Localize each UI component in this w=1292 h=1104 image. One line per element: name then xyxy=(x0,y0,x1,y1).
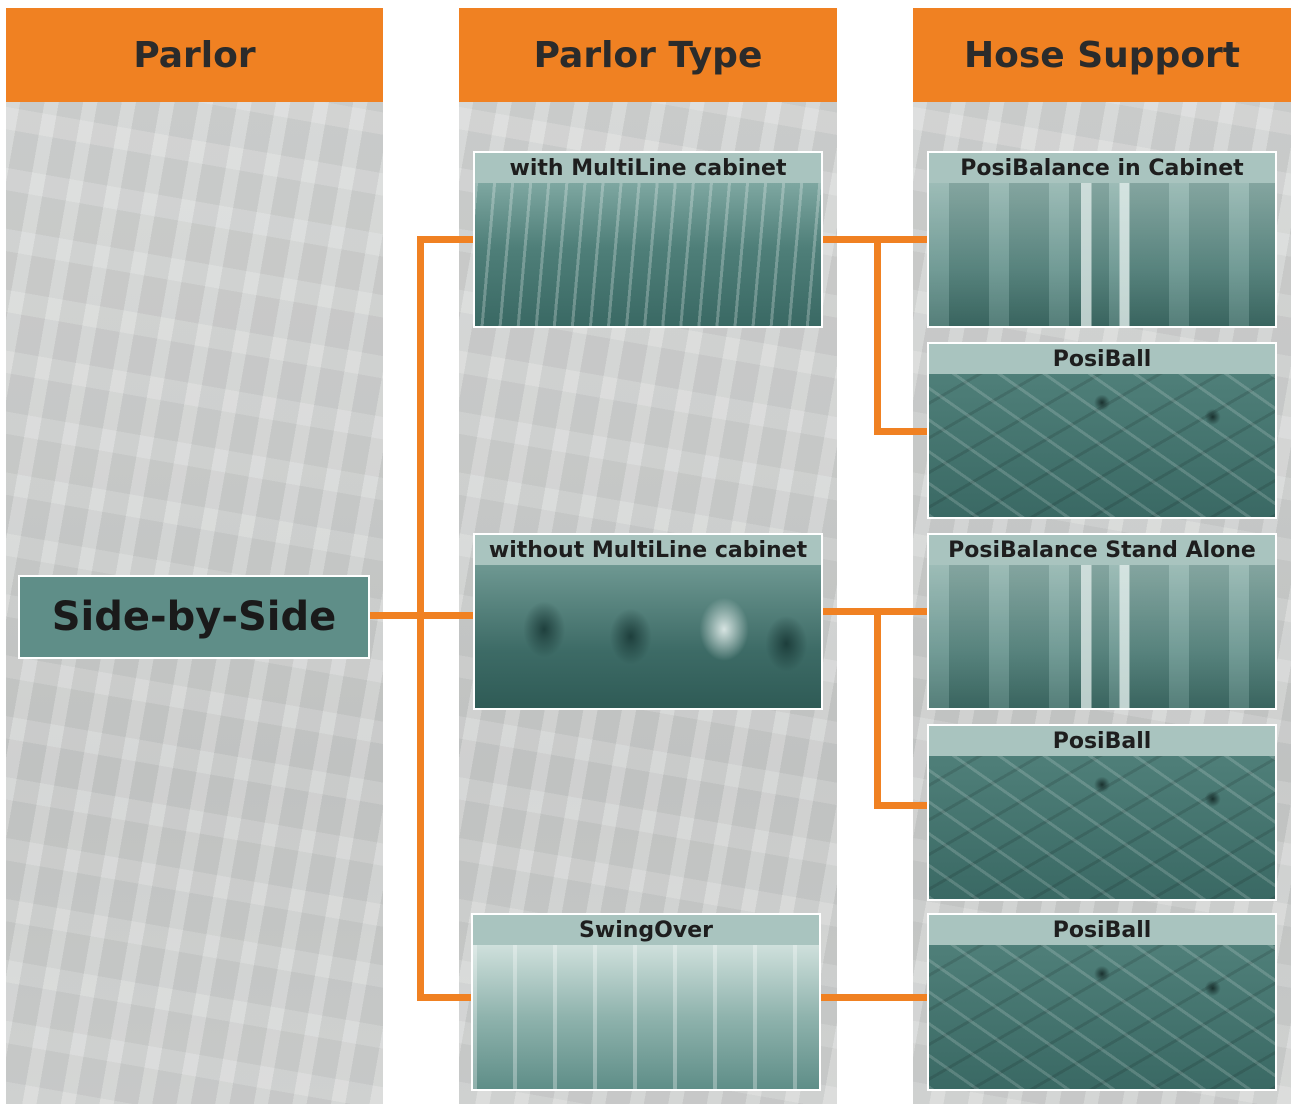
posibalance-photo xyxy=(929,565,1275,708)
parlor-type-column-header: Parlor Type xyxy=(459,8,837,102)
hose-support-column-header: Hose Support xyxy=(913,8,1291,102)
parlor-side-by-side: Side-by-Side xyxy=(18,575,370,659)
posibalance-photo xyxy=(929,183,1275,326)
connector-without-to-posiball xyxy=(874,802,931,809)
hose-support-label: PosiBalance in Cabinet xyxy=(929,153,1275,183)
hose-support-label: PosiBall xyxy=(929,726,1275,756)
hose-support-card-posibalance-cabinet: PosiBalance in Cabinet xyxy=(927,151,1277,328)
posiball-photo xyxy=(929,756,1275,899)
hose-support-card-posibalance-stand-alone: PosiBalance Stand Alone xyxy=(927,533,1277,710)
cows-parlor-photo xyxy=(475,565,821,708)
connector-without-spine xyxy=(874,608,881,809)
parlor-column-header: Parlor xyxy=(6,8,383,102)
hose-support-card-posiball-1: PosiBall xyxy=(927,342,1277,519)
hose-support-label: PosiBall xyxy=(929,344,1275,374)
parlor-type-card-without-multiline: without MultiLine cabinet xyxy=(473,533,823,710)
posiball-photo xyxy=(929,374,1275,517)
swingover-parlor-photo xyxy=(473,945,819,1089)
parlor-type-card-swingover: SwingOver xyxy=(471,913,821,1091)
connector-multiline-spine xyxy=(874,236,881,435)
hose-support-card-posiball-3: PosiBall xyxy=(927,913,1277,1091)
connector-multiline-to-posiball xyxy=(874,428,931,435)
parlor-type-label: SwingOver xyxy=(473,915,819,945)
connector-to-swingover xyxy=(417,994,475,1001)
multiline-parlor-photo xyxy=(475,183,821,326)
connector-to-without-multiline xyxy=(417,612,475,619)
parlor-column: Parlor xyxy=(6,8,383,1104)
hose-support-label: PosiBall xyxy=(929,915,1275,945)
connector-swingover-out xyxy=(821,994,931,1001)
parlor-type-label: without MultiLine cabinet xyxy=(475,535,821,565)
connector-to-multiline xyxy=(417,236,475,243)
connector-parlor-out xyxy=(370,612,422,619)
posiball-photo xyxy=(929,945,1275,1089)
hose-support-card-posiball-2: PosiBall xyxy=(927,724,1277,901)
hose-support-label: PosiBalance Stand Alone xyxy=(929,535,1275,565)
parlor-type-card-multiline: with MultiLine cabinet xyxy=(473,151,823,328)
parlor-type-label: with MultiLine cabinet xyxy=(475,153,821,183)
